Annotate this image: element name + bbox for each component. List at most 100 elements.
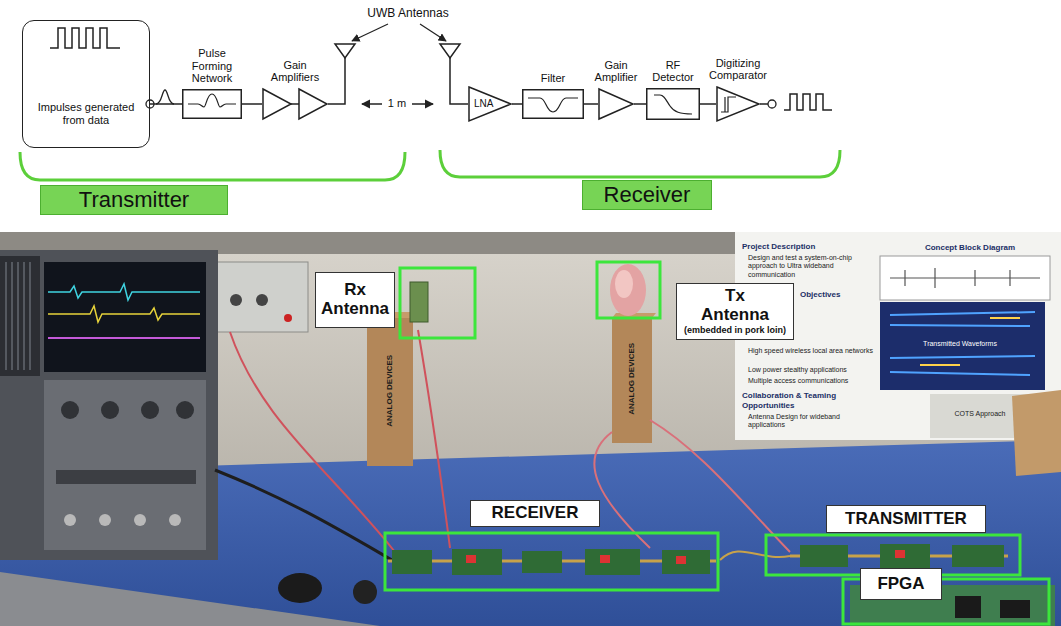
knob <box>256 294 268 306</box>
poster-heading: Objectives <box>800 290 876 300</box>
cardboard <box>1012 390 1061 476</box>
signal-line <box>512 103 522 105</box>
node-label: Impulses generated from data <box>35 101 137 127</box>
pork-loin <box>615 270 633 298</box>
bnc-port <box>134 514 146 526</box>
distance-label: 1 m <box>382 97 412 110</box>
trace <box>48 306 200 322</box>
poster-heading: Concept Block Diagram <box>915 243 1025 253</box>
poster-heading: Project Description <box>742 242 872 252</box>
comparator-symbol: Digitizing Comparator <box>716 86 760 122</box>
amplifier-triangle <box>263 89 291 119</box>
symbol-outline <box>598 88 634 120</box>
poster-text: Antenna Design for wideband applications <box>748 413 876 430</box>
cable <box>720 551 790 560</box>
group-bracket <box>440 150 840 177</box>
poster-caption: Transmitted Waveforms <box>905 340 1015 348</box>
poster-figure-lines <box>890 268 1040 288</box>
waveform-symbol <box>188 94 236 107</box>
section-tag: Receiver <box>582 180 712 210</box>
chip <box>955 596 981 618</box>
node-label: RECEIVER <box>476 504 594 523</box>
poster-text: Low power stealthy applications <box>748 366 876 374</box>
trace <box>48 337 200 339</box>
node-label: TRANSMITTER <box>832 510 980 529</box>
output-port <box>768 100 776 108</box>
terminal <box>284 314 292 322</box>
node-label: Transmitter <box>79 188 189 212</box>
signal-line <box>700 103 716 105</box>
poster-caption: COTS Approach <box>945 410 1015 418</box>
poster-text: High speed wireless local area networks <box>748 347 876 355</box>
rf-detector: RF Detector <box>646 88 700 120</box>
vent-slots <box>6 262 30 370</box>
signal-line <box>584 103 598 105</box>
symbol-outline <box>716 86 760 122</box>
knob <box>101 401 119 419</box>
chip <box>1000 600 1030 618</box>
circuit-board <box>952 545 1004 567</box>
leader-line <box>352 24 388 41</box>
circuit-board <box>662 550 710 574</box>
component <box>466 555 476 563</box>
pulse-shape <box>156 90 174 104</box>
timer <box>353 580 377 604</box>
poster-heading: Collaboration & Teaming Opportunities <box>742 391 877 410</box>
node-label: Filter <box>523 72 583 85</box>
photo-callout: TRANSMITTER <box>826 505 986 533</box>
symbol-outline <box>522 89 584 119</box>
filter-block: Filter <box>522 89 584 119</box>
signal-line <box>634 103 646 105</box>
waveform-symbol <box>654 95 692 114</box>
symbol-outline <box>182 89 242 119</box>
amplifier-symbol: Gain Amplifier <box>598 88 634 120</box>
component <box>895 550 905 558</box>
node-label: Rx Antenna <box>321 281 389 318</box>
box-logo: ANALOG DEVICES <box>627 329 637 429</box>
knob <box>176 401 194 419</box>
comparator-triangle <box>717 87 759 121</box>
power-supply <box>212 262 308 332</box>
data-source-box: Impulses generated from data <box>22 20 150 148</box>
node-label: RF Detector <box>648 59 698 84</box>
highlight-frame <box>597 262 660 318</box>
circuit-board <box>392 550 432 574</box>
bnc-port <box>169 514 181 526</box>
photo-callout: FPGA <box>860 568 942 600</box>
circuit-board <box>522 551 562 573</box>
poster-text: Multiple access communications <box>748 377 876 385</box>
waveform-symbol <box>721 97 736 112</box>
lab-photo <box>0 232 1061 626</box>
bnc-port <box>99 514 111 526</box>
amplifier-triangle <box>599 89 633 119</box>
vent <box>0 256 40 376</box>
block-outline <box>647 89 700 120</box>
circuit-board <box>880 544 930 568</box>
pork-loin <box>610 264 646 316</box>
highlight-frame <box>385 533 718 590</box>
mouse <box>278 573 322 603</box>
block-diagram-art <box>20 24 840 180</box>
node-label: Pulse Forming Network <box>188 47 236 85</box>
wall <box>0 232 1061 626</box>
cable <box>215 470 392 560</box>
box-logo: ANALOG DEVICES <box>385 341 395 441</box>
antenna-pcb <box>410 282 428 322</box>
node-label: Digitizing Comparator <box>702 57 774 82</box>
component <box>676 556 686 564</box>
poster-text: Design and test a system-on-chip approac… <box>748 254 876 279</box>
spectrum-streaks <box>890 312 1035 375</box>
group-bracket <box>20 152 405 180</box>
node-note: (embedded in pork loin) <box>682 325 788 335</box>
output-pulses <box>784 94 832 110</box>
node-label: Receiver <box>604 183 691 207</box>
scope-panel <box>44 380 206 550</box>
cable <box>230 332 395 552</box>
highlight-frame <box>400 268 475 338</box>
antenna-callout: UWB Antennas <box>362 6 454 20</box>
photo-callout: RECEIVER <box>470 500 600 527</box>
tx-feed <box>328 58 345 104</box>
connector-row <box>56 470 196 484</box>
